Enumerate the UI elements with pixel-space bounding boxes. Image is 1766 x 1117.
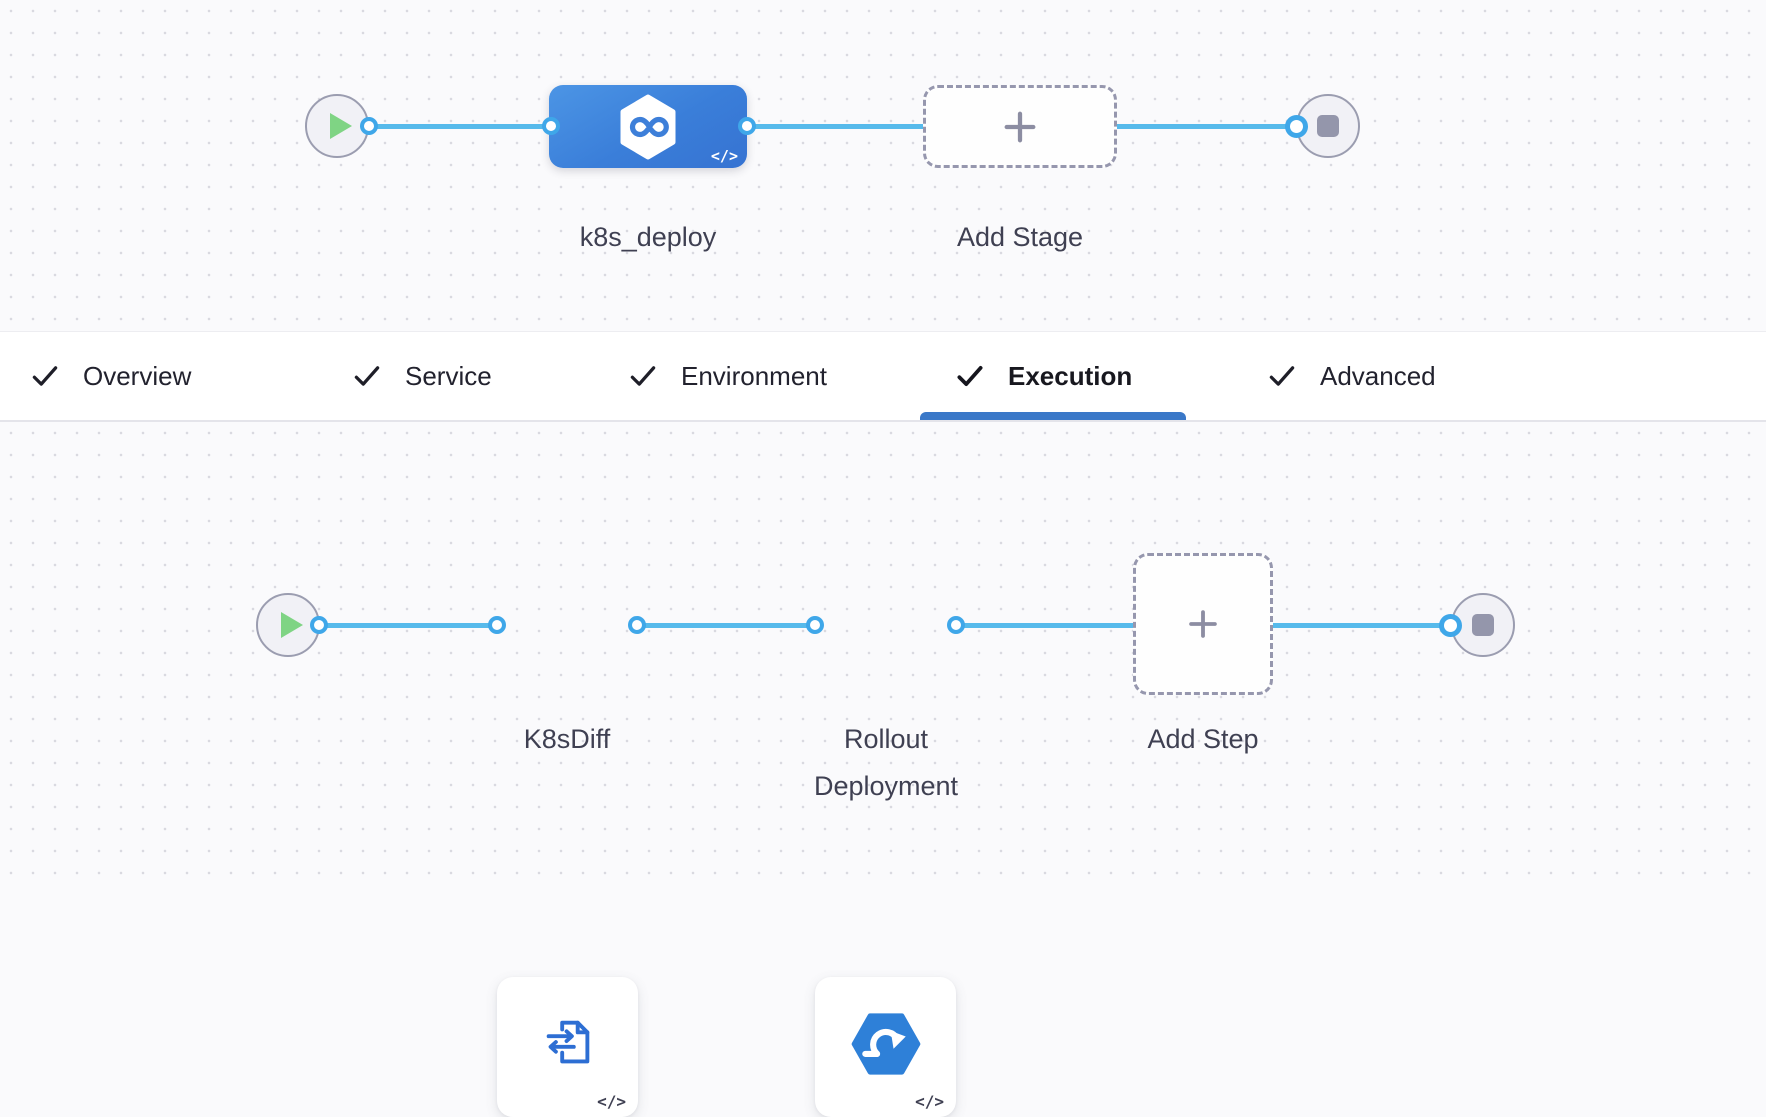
connector-port [360, 117, 378, 135]
tab-label: Overview [83, 360, 192, 391]
add-stage-label: Add Stage [956, 222, 1084, 252]
tab-advanced[interactable]: Advanced [1265, 332, 1436, 420]
tab-label: Execution [1008, 360, 1133, 391]
check-icon [32, 366, 58, 386]
code-icon: </> [597, 1092, 626, 1111]
check-icon [1269, 366, 1295, 386]
stage-pipeline-canvas: </> k8s_deploy Add Stage [0, 0, 1766, 331]
tab-execution[interactable]: Execution [953, 332, 1132, 420]
harness-pipeline-icon [620, 94, 676, 159]
pipeline-edge [744, 124, 926, 129]
pipeline-edge [1270, 623, 1454, 628]
step-node-rollout-deployment[interactable]: </> [815, 977, 956, 1117]
pipeline-edge [362, 124, 554, 129]
pipeline-start-node [256, 593, 320, 657]
code-icon: </> [915, 1092, 944, 1111]
add-step-label: Add Step [1147, 724, 1259, 754]
step-label: K8sDiff [523, 724, 611, 754]
pipeline-edge [954, 623, 1136, 628]
stop-icon [1317, 115, 1339, 137]
connector-port [806, 616, 824, 634]
rollout-deployment-icon [851, 1013, 920, 1075]
tab-label: Service [405, 360, 492, 391]
plus-icon [1004, 111, 1036, 142]
tab-label: Environment [681, 360, 827, 391]
play-icon [329, 113, 352, 139]
connector-port [947, 616, 965, 634]
code-icon: </> [710, 147, 738, 165]
execution-pipeline-canvas: </> </> K8sDiff Rollout Deployment Add S… [0, 422, 1766, 1117]
pipeline-start-node [305, 94, 369, 158]
add-step-button[interactable] [1133, 553, 1273, 695]
tab-label: Advanced [1320, 360, 1436, 391]
connector-port [542, 117, 560, 135]
connector-port [1285, 115, 1308, 138]
k8s-diff-icon [546, 1020, 589, 1064]
connector-port [628, 616, 646, 634]
connector-port [310, 616, 328, 634]
stage-label: k8s_deploy [579, 222, 717, 252]
tab-environment[interactable]: Environment [626, 332, 827, 420]
connector-port [738, 117, 756, 135]
stage-node-k8s-deploy[interactable]: </> [549, 85, 747, 168]
add-stage-button[interactable] [923, 85, 1117, 168]
play-icon [280, 612, 303, 638]
pipeline-end-node [1451, 593, 1515, 657]
connector-port [488, 616, 506, 634]
plus-icon [1189, 610, 1217, 638]
connector-port [1439, 614, 1462, 637]
check-icon [957, 366, 983, 386]
pipeline-edge [316, 623, 500, 628]
tab-overview[interactable]: Overview [28, 332, 191, 420]
stop-icon [1472, 614, 1494, 636]
step-label: Rollout Deployment [813, 724, 959, 801]
check-icon [354, 366, 380, 386]
check-icon [630, 366, 656, 386]
step-node-k8sdiff[interactable]: </> [497, 977, 638, 1117]
active-tab-underline [920, 412, 1186, 420]
tab-service[interactable]: Service [350, 332, 492, 420]
pipeline-edge [1114, 124, 1300, 129]
stage-config-tabbar: Overview Service Environment Execution A… [0, 331, 1766, 422]
pipeline-edge [634, 623, 818, 628]
